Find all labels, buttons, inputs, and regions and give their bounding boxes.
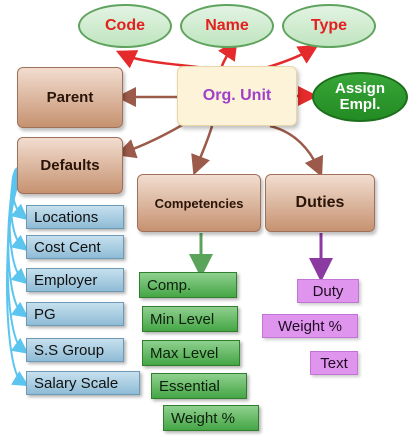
duty-item-label: Weight %	[278, 317, 342, 335]
arrow-to-duties	[269, 124, 324, 178]
competency-item-comp: Comp.	[139, 272, 237, 298]
arrow-to-defaults	[115, 122, 185, 159]
competency-item-max-level: Max Level	[142, 340, 240, 366]
defaults-item-salary-scale: Salary Scale	[26, 371, 140, 395]
competency-item-label: Weight %	[171, 409, 235, 427]
competency-item-min-level: Min Level	[142, 306, 238, 332]
defaults-item-employer: Employer	[26, 268, 124, 292]
duty-item-label: Text	[320, 354, 348, 372]
defaults-item-ss-group: S.S Group	[26, 338, 124, 362]
competency-item-weight: Weight %	[163, 405, 259, 431]
defaults-item-label: Salary Scale	[34, 374, 119, 392]
duties-label: Duties	[295, 194, 345, 211]
assign-label-line2: Empl.	[339, 96, 381, 113]
defaults-label: Defaults	[40, 157, 100, 174]
duty-item-label: Duty	[312, 282, 344, 300]
duty-item-text: Text	[310, 351, 358, 375]
org-unit-node: Org. Unit	[177, 66, 297, 126]
duty-item-duty: Duty	[297, 279, 359, 303]
arrow-to-competencies	[191, 125, 214, 176]
assign-label-line1: Assign	[334, 80, 385, 98]
competency-item-label: Min Level	[150, 310, 215, 328]
type-label: Type	[310, 17, 348, 34]
defaults-item-label: Locations	[34, 208, 99, 226]
competencies-node: Competencies	[137, 174, 261, 232]
org-unit-label: Org. Unit	[202, 87, 272, 104]
defaults-node: Defaults	[17, 137, 123, 194]
competency-item-label: Comp.	[147, 276, 192, 294]
defaults-item-locations: Locations	[26, 205, 124, 229]
name-label: Name	[205, 17, 249, 34]
arrow-to-name	[218, 39, 238, 67]
duties-node: Duties	[265, 174, 375, 232]
defaults-fan	[6, 167, 29, 387]
name-ellipse: Name	[180, 4, 274, 48]
assign-empl-ellipse: Assign Empl.	[312, 72, 408, 122]
competencies-label: Competencies	[154, 195, 244, 211]
defaults-item-cost-cent: Cost Cent	[26, 235, 124, 259]
defaults-item-label: S.S Group	[34, 341, 105, 359]
competency-item-essential: Essential	[151, 373, 247, 399]
defaults-item-label: Employer	[34, 271, 98, 289]
duty-item-weight: Weight %	[262, 314, 358, 338]
code-label: Code	[105, 17, 145, 34]
defaults-item-label: Cost Cent	[34, 238, 101, 256]
defaults-item-label: PG	[34, 305, 56, 323]
parent-node: Parent	[17, 67, 123, 128]
code-ellipse: Code	[78, 4, 172, 48]
competency-item-label: Max Level	[150, 344, 219, 362]
defaults-item-pg: PG	[26, 302, 124, 326]
parent-label: Parent	[46, 89, 94, 106]
type-ellipse: Type	[282, 4, 376, 48]
competency-item-label: Essential	[159, 377, 220, 395]
